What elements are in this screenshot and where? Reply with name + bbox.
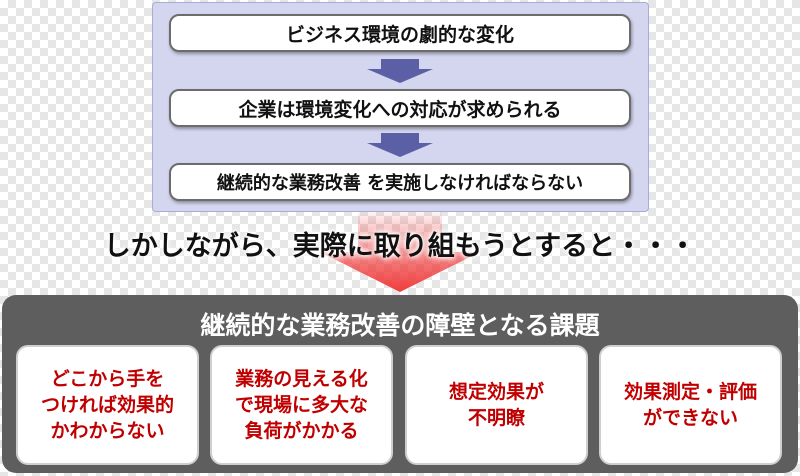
flow-step-continuous-improvement: 継続的な業務改善 を実施しなければならない [169, 163, 631, 201]
transition-text: しかしながら、実際に取り組もうとすると・・・ [103, 231, 697, 262]
down-arrow-icon [367, 133, 433, 157]
issue-card-unclear-effect: 想定効果が 不明瞭 [405, 345, 588, 465]
issue-card-visualization-burden: 業務の見える化 で現場に多大な 負荷がかかる [210, 345, 393, 465]
barriers-panel: 継続的な業務改善の障壁となる課題 どこから手を つければ効果的 かわからない 業… [2, 295, 798, 473]
barriers-title: 継続的な業務改善の障壁となる課題 [200, 311, 600, 340]
down-arrow-icon [367, 59, 433, 83]
issue-card-where-to-start: どこから手を つければ効果的 かわからない [16, 345, 199, 465]
flow-step-response-required: 企業は環境変化への対応が求められる [169, 89, 631, 127]
flow-panel: ビジネス環境の劇的な変化 企業は環境変化への対応が求められる 継続的な業務改善 … [152, 2, 649, 212]
issue-card-cannot-evaluate: 効果測定・評価 ができない [599, 345, 782, 465]
big-down-arrow-icon [320, 212, 480, 292]
flow-step-business-change: ビジネス環境の劇的な変化 [169, 14, 631, 52]
